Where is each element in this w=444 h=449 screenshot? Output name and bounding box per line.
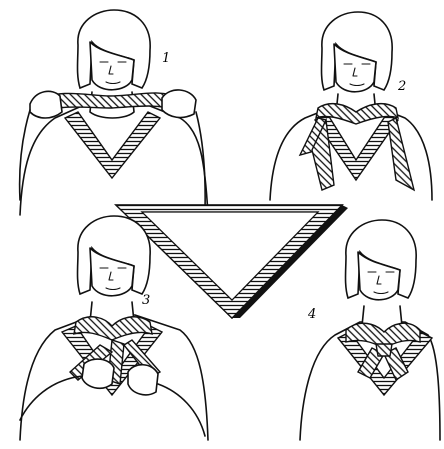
step-4-figure: 4 bbox=[300, 220, 440, 440]
step-1-figure: 1 bbox=[20, 10, 208, 215]
step-4-number: 4 bbox=[307, 307, 316, 322]
step-3-number: 3 bbox=[142, 293, 150, 308]
step-2-number: 2 bbox=[397, 79, 406, 94]
step-1-number: 1 bbox=[162, 51, 170, 66]
folded-scarf-triangle bbox=[116, 205, 348, 318]
step-2-figure: 2 bbox=[270, 12, 432, 200]
